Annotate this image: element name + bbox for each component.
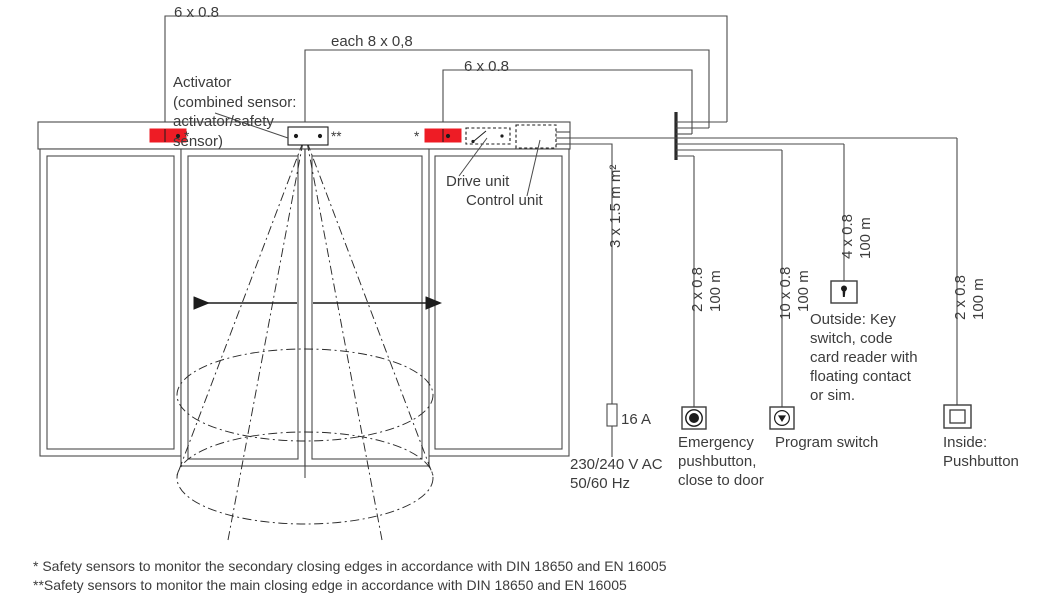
emergency-caption-line3: close to door	[678, 472, 764, 489]
mains-caption-line2: 50/60 Hz	[570, 475, 631, 492]
cable-route-outer	[164, 15, 728, 140]
emergency-cable-label: 2 x 0.8	[689, 266, 706, 312]
junction-bus-bar	[570, 112, 957, 160]
safety-sensor-right	[424, 128, 462, 143]
emergency-pushbutton-icon	[681, 406, 707, 430]
emergency-caption-line2: pushbutton,	[678, 453, 757, 470]
inside-caption-line1: Inside:	[943, 434, 988, 451]
key-switch-icon	[830, 280, 858, 304]
activator-line-1: Activator (combined sensor: activator/sa…	[173, 74, 297, 150]
fixed-panel-right	[427, 148, 570, 457]
safety-sensor-left	[149, 128, 187, 143]
drive-unit-block	[458, 127, 511, 177]
control-unit-block	[515, 124, 557, 197]
keyswitch-caption-line4: floating contact	[810, 368, 911, 385]
activator-combined-sensor	[214, 112, 329, 146]
control-unit-terminal-stubs	[556, 131, 570, 145]
mains-caption-line1: 230/240 V AC	[570, 456, 663, 473]
cable-label-outer: 6 x 0.8	[174, 4, 220, 21]
marker-star-right: *	[414, 129, 420, 144]
marker-star-left: *	[184, 129, 190, 144]
activator-callout-label: Activator (combined sensor: activator/sa…	[173, 34, 333, 171]
keyswitch-cable-label: 4 x 0.8	[839, 213, 856, 259]
program-switch-icon	[769, 406, 795, 430]
inside-cable-label: 2 x 0.8	[952, 274, 969, 320]
cable-route-middle	[304, 49, 710, 133]
inside-length-label: 100 m	[970, 278, 987, 320]
mains-fuse-label: 16 A	[621, 411, 652, 428]
pushbutton-icon	[943, 404, 972, 429]
keyswitch-length-label: 100 m	[857, 217, 874, 259]
sliding-leaf-left	[180, 148, 306, 467]
keyswitch-caption-line3: card reader with	[810, 349, 918, 366]
program-length-label: 100 m	[795, 270, 812, 312]
marker-star-activator: **	[331, 129, 342, 144]
cable-label-middle: each 8 x 0,8	[331, 33, 413, 50]
cable-label-inner: 6 x 0.8	[464, 58, 510, 75]
keyswitch-caption-line2: switch, code	[810, 330, 893, 347]
fixed-panel-left	[39, 148, 182, 457]
keyswitch-caption-line1: Outside: Key	[810, 311, 896, 328]
fuse-icon	[606, 403, 618, 427]
emergency-caption-line1: Emergency	[678, 434, 754, 451]
cable-route-inner	[442, 69, 693, 134]
program-cable-label: 10 x 0.8	[777, 266, 794, 320]
drive-unit-label: Drive unit	[446, 173, 510, 190]
drop-line-mains	[570, 143, 613, 457]
detection-field-cone	[175, 141, 435, 541]
inside-caption-line2: Pushbutton	[943, 453, 1019, 470]
emergency-length-label: 100 m	[707, 270, 724, 312]
control-unit-label: Control unit	[466, 192, 543, 209]
keyswitch-caption-line5: or sim.	[810, 387, 855, 404]
footnote-line-1: * Safety sensors to monitor the secondar…	[33, 558, 667, 574]
footnote-line-2: **Safety sensors to monitor the main clo…	[33, 577, 627, 593]
sliding-leaf-right	[304, 148, 430, 467]
mains-cable-label: 3 x 1.5 m m²	[607, 164, 624, 248]
program-caption-line1: Program switch	[775, 434, 879, 451]
